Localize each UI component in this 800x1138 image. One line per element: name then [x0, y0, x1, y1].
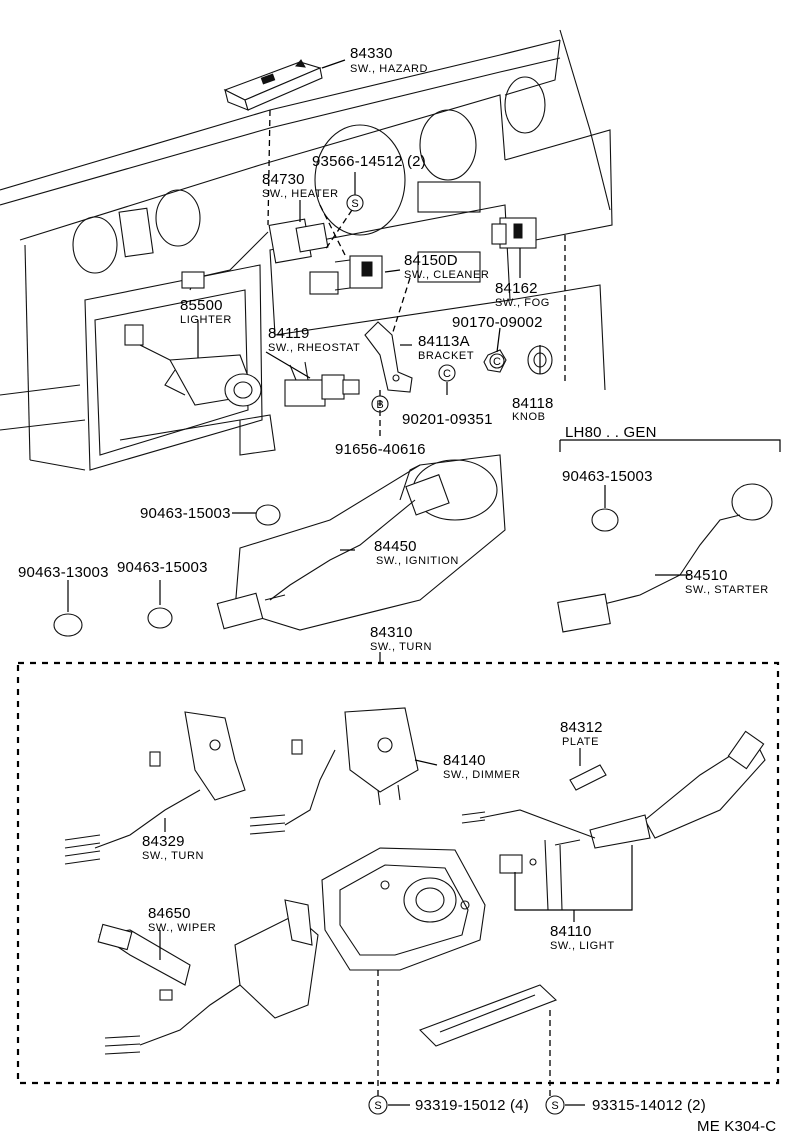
bolt-part-number: 91656-40616	[335, 441, 426, 458]
combination-switch-body	[321, 847, 486, 971]
c-symbol-icon: C	[489, 353, 505, 369]
screw-b-part-number: 93315-14012 (2)	[592, 1097, 706, 1114]
turn-switch-part	[64, 711, 246, 865]
plate-description: PLATE	[562, 736, 599, 748]
cleaner-part-number: 84150D	[404, 252, 458, 269]
s-symbol-icon: S	[346, 194, 364, 212]
circled-symbols: S C C B S S	[346, 194, 565, 1115]
clamp-d-part-number: 90463-15003	[562, 468, 653, 485]
plate-part-number: 84312	[560, 719, 603, 736]
light-switch-part	[461, 730, 766, 911]
leader-lines	[67, 59, 781, 1106]
screw-a-part-number: 93319-15012 (4)	[415, 1097, 529, 1114]
heater-screw-part-number: 93566-14512 (2)	[312, 153, 426, 170]
wiper-part-number: 84650	[148, 905, 191, 922]
cleaner-description: SW., CLEANER	[404, 269, 489, 281]
rheostat-description: SW., RHEOSTAT	[268, 342, 360, 354]
dimmer-part-number: 84140	[443, 752, 486, 769]
heater-switch-part	[181, 218, 329, 291]
fog-description: SW., FOG	[495, 297, 550, 309]
turn-switch-assembly-border	[16, 661, 780, 1085]
s-symbol-icon: S	[545, 1095, 565, 1115]
hazard-switch-part	[223, 59, 323, 111]
knob-part-number: 84118	[512, 395, 554, 412]
wiper-switch-part	[97, 899, 319, 1055]
clamp-b-part-number: 90463-13003	[18, 564, 109, 581]
lighter-part	[124, 324, 262, 407]
clamp-c-part-number: 90463-15003	[117, 559, 208, 576]
bracket-part-number: 84113A	[418, 333, 470, 350]
ignition-switch-part	[216, 454, 506, 631]
hazard-description: SW., HAZARD	[350, 63, 428, 75]
light-description: SW., LIGHT	[550, 940, 615, 952]
diagram-code: ME K304-C	[697, 1118, 776, 1135]
bracket-part	[364, 321, 413, 393]
wiper-description: SW., WIPER	[148, 922, 216, 934]
svg-text:C: C	[493, 356, 501, 368]
plate-part	[569, 764, 607, 791]
fog-switch-part	[491, 217, 537, 249]
rheostat-part	[284, 361, 360, 407]
s-symbol-icon: S	[368, 1095, 388, 1115]
turn-description: SW., TURN	[142, 850, 204, 862]
connector-part	[419, 984, 558, 1047]
washer-part-number: 90201-09351	[402, 411, 493, 428]
variant-label: LH80 . . GEN	[565, 424, 657, 441]
instrument-panel	[0, 29, 613, 471]
turn-assembly-description: SW., TURN	[370, 641, 432, 653]
turn-assembly-part-number: 84310	[370, 624, 413, 641]
bracket-description: BRACKET	[418, 350, 474, 362]
knob-description: KNOB	[512, 411, 546, 423]
nut-part-number: 90170-09002	[452, 314, 543, 331]
svg-text:S: S	[351, 198, 358, 210]
fog-part-number: 84162	[495, 280, 538, 297]
svg-text:B: B	[376, 399, 383, 411]
cleaner-switch-part	[334, 255, 383, 291]
starter-switch-part	[557, 483, 773, 633]
dimmer-switch-part	[249, 707, 419, 835]
clamp-a-part-number: 90463-15003	[140, 505, 231, 522]
ignition-description: SW., IGNITION	[376, 555, 459, 567]
lighter-part-number: 85500	[180, 297, 223, 314]
c-symbol-icon: C	[438, 364, 456, 382]
rheostat-part-number: 84119	[268, 325, 310, 342]
starter-part-number: 84510	[685, 567, 728, 584]
lighter-description: LIGHTER	[180, 314, 232, 326]
starter-description: SW., STARTER	[685, 584, 769, 596]
svg-text:C: C	[443, 368, 451, 380]
svg-text:S: S	[551, 1100, 558, 1112]
heater-description: SW., HEATER	[262, 188, 339, 200]
hazard-part-number: 84330	[350, 45, 393, 62]
turn-part-number: 84329	[142, 833, 185, 850]
dimmer-description: SW., DIMMER	[443, 769, 521, 781]
ignition-part-number: 84450	[374, 538, 417, 555]
b-symbol-icon: B	[371, 395, 389, 413]
heater-part-number: 84730	[262, 171, 305, 188]
clamp-part	[53, 504, 619, 637]
svg-text:S: S	[374, 1100, 381, 1112]
light-part-number: 84110	[550, 923, 592, 940]
part-labels: 84330 SW., HAZARD 93566-14512 (2) 84730 …	[18, 45, 776, 1135]
